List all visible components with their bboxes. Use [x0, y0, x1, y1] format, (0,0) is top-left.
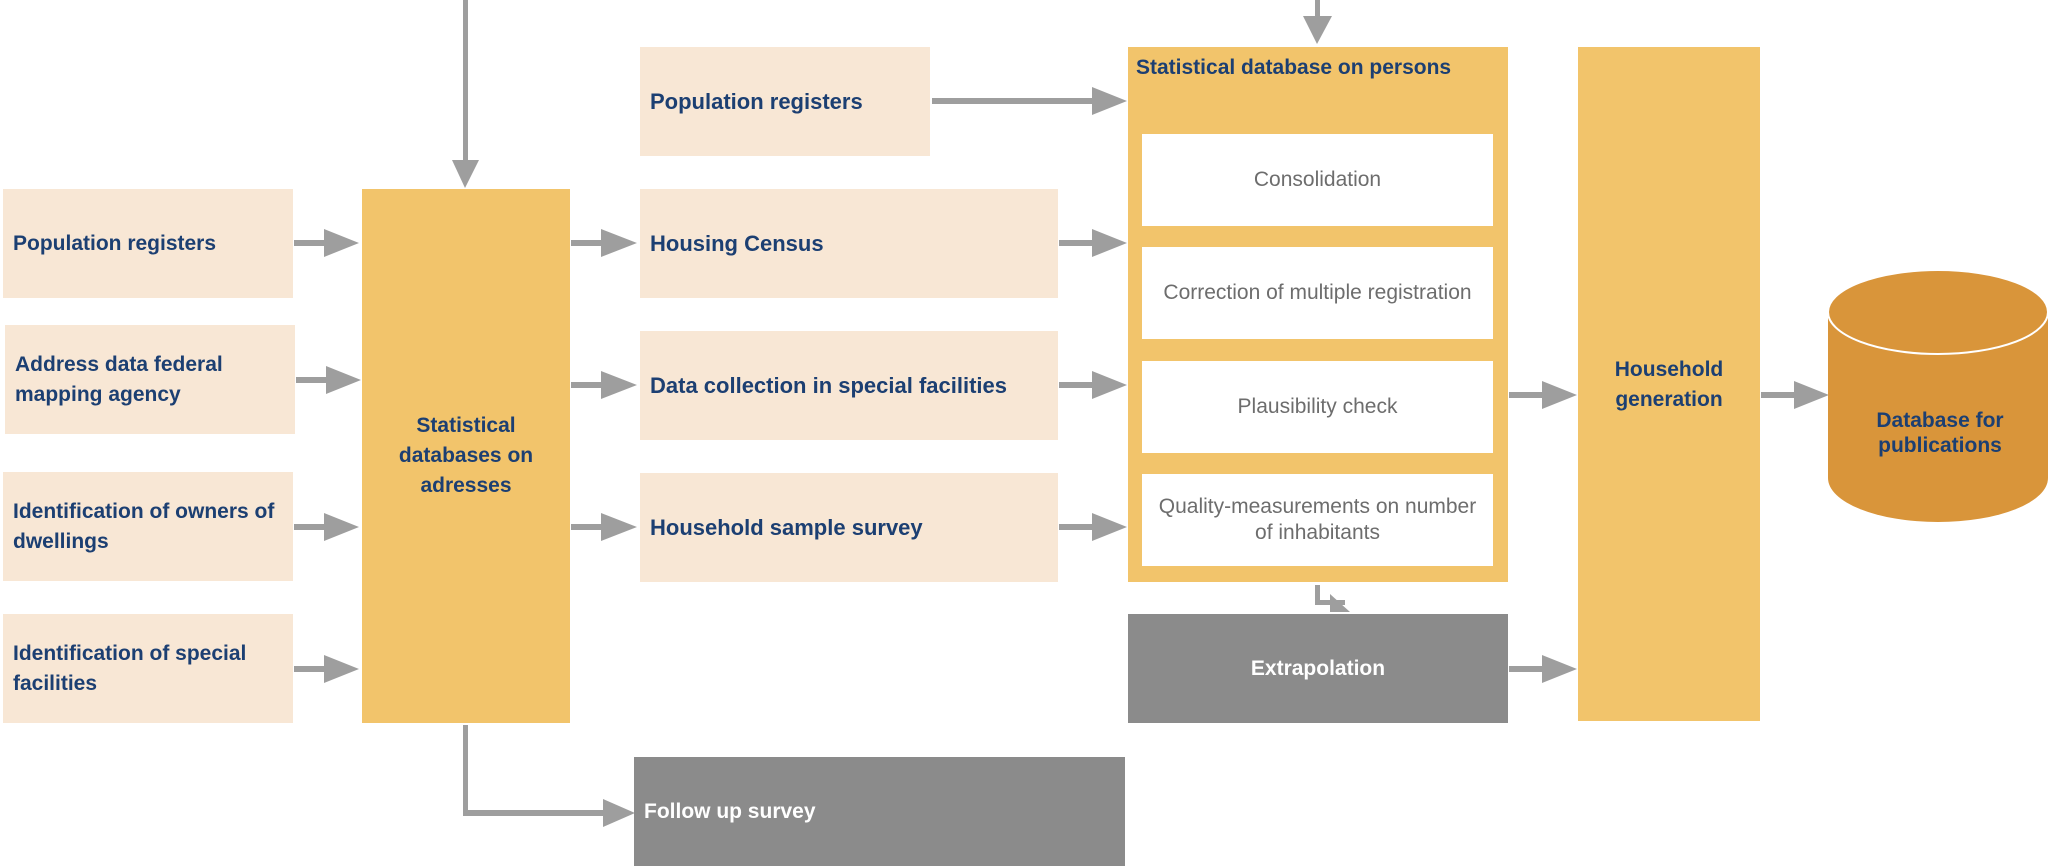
publications-database-label: Database for publications [1876, 409, 2004, 457]
middle-label: Population registers [650, 88, 863, 114]
persons-database-title: Statistical database on persons [1136, 56, 1452, 79]
middle-label: Housing Census [650, 230, 824, 256]
source-label: Population registers [13, 231, 217, 255]
arrow-top-address-db [463, 0, 468, 160]
step-label: Consolidation [1253, 168, 1382, 191]
address-database: Statistical databases on adresses [362, 189, 570, 723]
household-generation-label: Household generation [1614, 358, 1724, 411]
middle-sample-survey: Household sample survey [640, 473, 1058, 582]
source-label: Identification of special facilities [13, 641, 247, 695]
source-owners-of-dwellings: Identification of owners of dwellings [3, 472, 293, 581]
step-label: Quality-measurements on number of inhabi… [1158, 495, 1477, 544]
middle-housing-census: Housing Census [640, 189, 1058, 298]
step-label: Correction of multiple registration [1163, 281, 1472, 304]
follow-up-survey-label: Follow up survey [644, 799, 816, 823]
arrow-top-persons-db [1315, 0, 1320, 16]
middle-special-facilities: Data collection in special facilities [640, 331, 1058, 440]
source-population-registers: Population registers [3, 189, 293, 298]
address-database-label: Statistical databases on adresses [398, 414, 534, 497]
household-generation: Household generation [1578, 47, 1760, 721]
follow-up-survey-box: Follow up survey [634, 757, 1125, 866]
step-plausibility: Plausibility check [1142, 361, 1493, 453]
middle-label: Data collection in special facilities [650, 372, 1008, 398]
extrapolation-box: Extrapolation [1128, 614, 1508, 723]
extrapolation-label: Extrapolation [1250, 656, 1386, 680]
step-correction: Correction of multiple registration [1142, 247, 1493, 339]
middle-label: Household sample survey [650, 514, 923, 540]
source-label: Identification of owners of dwellings [13, 499, 275, 553]
step-consolidation: Consolidation [1142, 134, 1493, 226]
step-label: Plausibility check [1237, 395, 1398, 418]
step-quality-measurements: Quality-measurements on number of inhabi… [1142, 474, 1493, 566]
publications-database-cylinder [1827, 269, 2048, 522]
source-address-data: Address data federal mapping agency [5, 325, 295, 434]
source-label: Address data federal mapping agency [15, 352, 223, 406]
source-special-facilities: Identification of special facilities [3, 614, 293, 723]
middle-population-registers: Population registers [640, 47, 930, 156]
